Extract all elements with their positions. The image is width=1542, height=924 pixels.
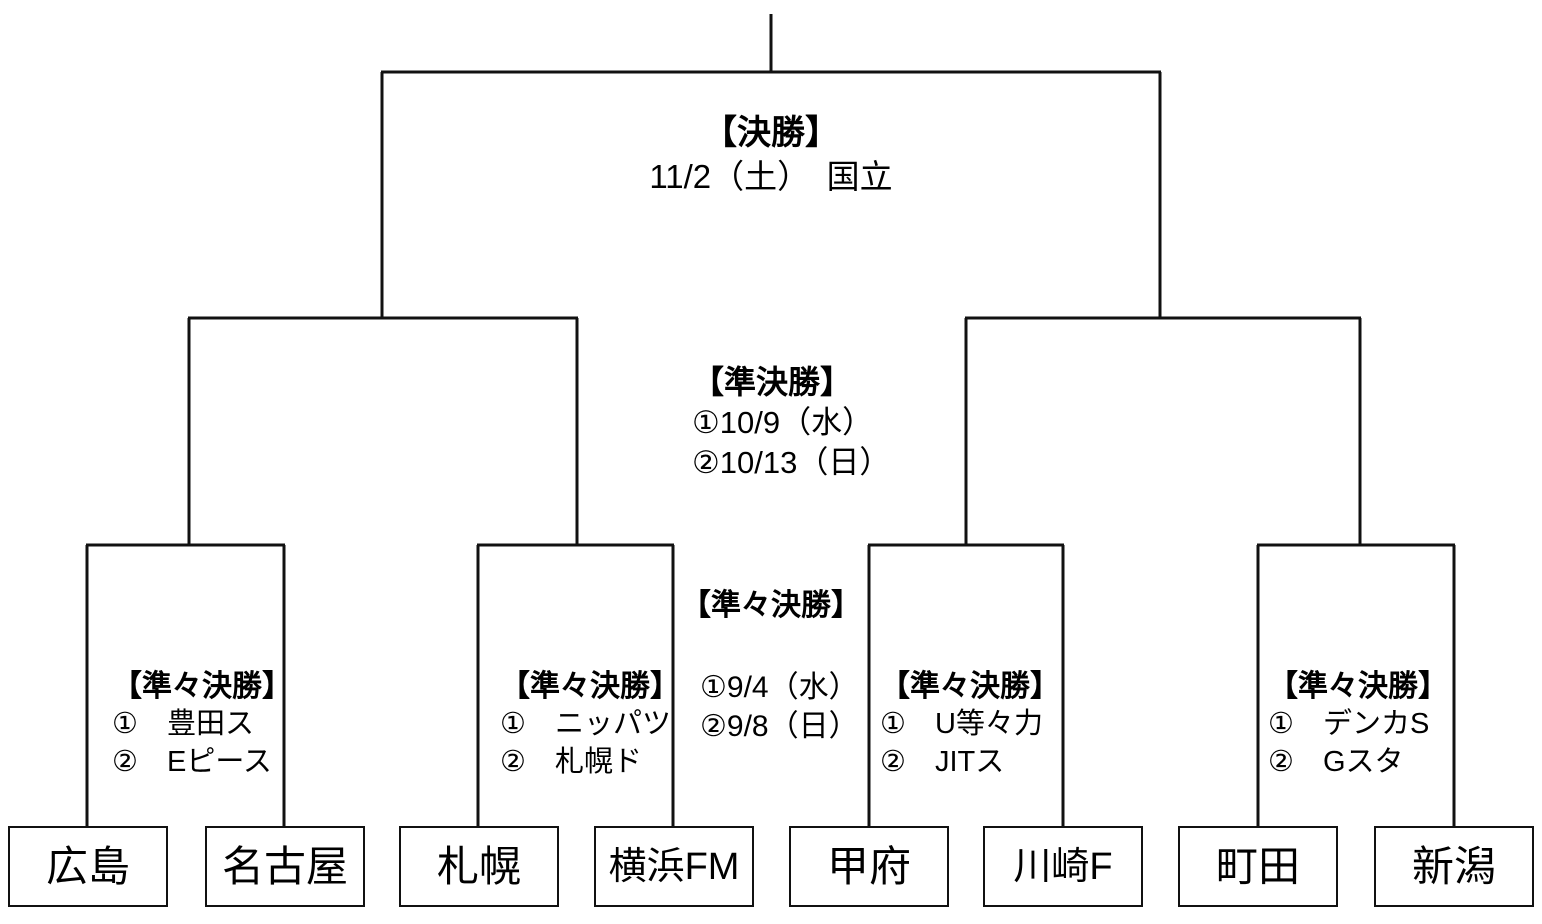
semifinal-label-block: 【準決勝】 ①10/9（水） ②10/13（日） — [692, 362, 890, 482]
qf4-venue-1: ① デンカS — [1268, 708, 1430, 741]
qf1-venue-1: ① 豊田ス — [112, 708, 254, 741]
final-round-title: 【決勝】 — [703, 114, 839, 152]
qf3-venue-1: ① U等々力 — [880, 708, 1043, 741]
qf3-title: 【準々決勝】 — [880, 670, 1060, 703]
quarterfinal-center-date-2: ②9/8（日） — [700, 710, 859, 743]
qf1-venue-2: ② Eピース — [112, 745, 272, 778]
quarterfinal-center-dates: ①9/4（水） ②9/8（日） — [700, 668, 859, 746]
final-date-text: 11/2（土） 国立 — [649, 157, 893, 195]
qf4-title: 【準々決勝】 — [1268, 670, 1448, 703]
final-label-block: 【決勝】 11/2（土） 国立 — [649, 112, 892, 198]
semifinal-date-2: ②10/13（日） — [692, 444, 891, 480]
semifinal-round-title: 【準決勝】 — [692, 364, 853, 400]
team-box-kofu[interactable]: 甲府 — [789, 826, 949, 907]
quarterfinal-center-date-1: ①9/4（水） — [700, 671, 859, 704]
semifinal-date-1: ①10/9（水） — [692, 404, 874, 440]
team-box-nagoya[interactable]: 名古屋 — [205, 826, 365, 907]
qf2-venue-1: ① ニッパツ — [500, 708, 671, 741]
team-box-kawasaki-f[interactable]: 川崎F — [983, 826, 1143, 907]
qf1-label-block: 【準々決勝】 ① 豊田ス ② Eピース — [112, 668, 292, 781]
team-box-machida[interactable]: 町田 — [1178, 826, 1338, 907]
team-box-yokohama-fm[interactable]: 横浜FM — [594, 826, 754, 907]
qf4-label-block: 【準々決勝】 ① デンカS ② Gスタ — [1268, 668, 1448, 781]
qf4-venue-2: ② Gスタ — [1268, 745, 1404, 778]
qf3-venue-2: ② JITス — [880, 745, 1005, 778]
team-box-niigata[interactable]: 新潟 — [1374, 826, 1534, 907]
team-box-hiroshima[interactable]: 広島 — [8, 826, 168, 907]
qf1-title: 【準々決勝】 — [112, 670, 292, 703]
qf2-title: 【準々決勝】 — [500, 670, 680, 703]
team-box-sapporo[interactable]: 札幌 — [399, 826, 559, 907]
qf3-label-block: 【準々決勝】 ① U等々力 ② JITス — [880, 668, 1060, 781]
qf2-label-block: 【準々決勝】 ① ニッパツ ② 札幌ド — [500, 668, 680, 781]
quarterfinal-center-title: 【準々決勝】 — [681, 589, 861, 622]
qf2-venue-2: ② 札幌ド — [500, 745, 642, 778]
